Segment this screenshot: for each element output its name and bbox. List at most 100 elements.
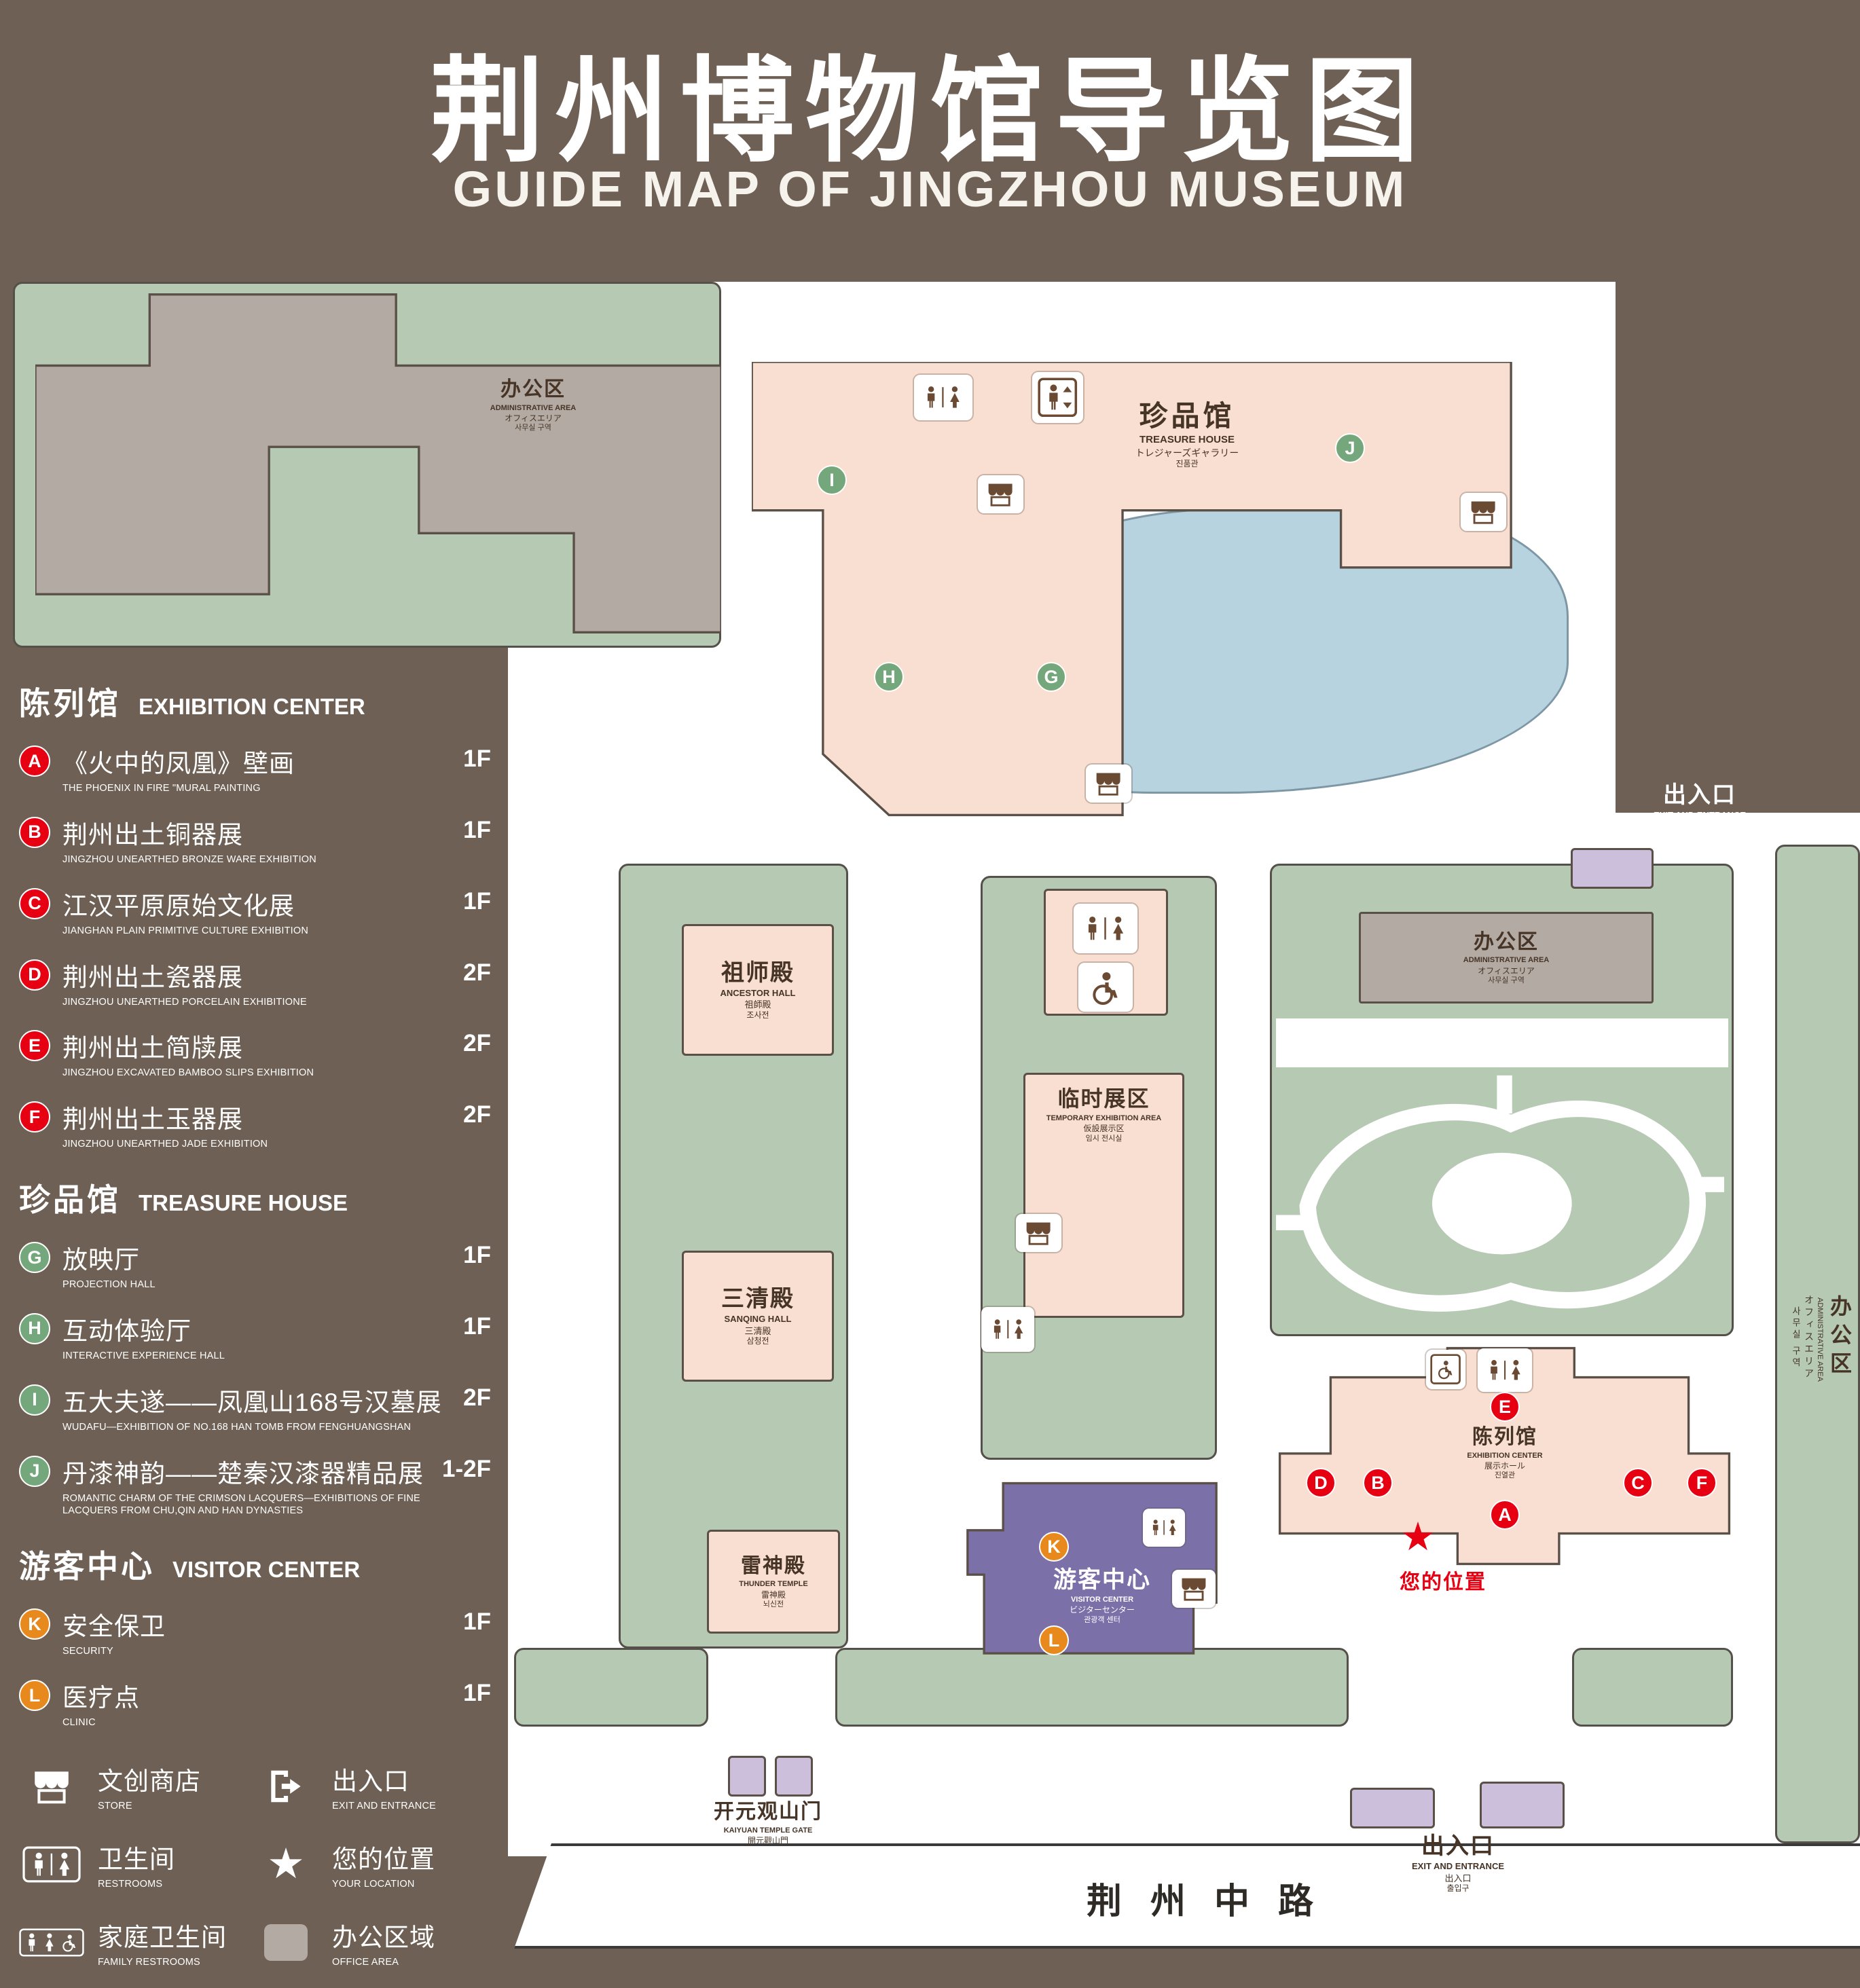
legend-symbol-cn: 您的位置 bbox=[332, 1845, 435, 1873]
store-icon bbox=[1086, 765, 1131, 803]
legend-marker-c: C bbox=[19, 887, 50, 919]
admin-northwest-label-jp: オフィスエリア bbox=[505, 413, 562, 423]
map-marker-b: B bbox=[1363, 1468, 1393, 1498]
legend-item-floor: 1F bbox=[463, 1312, 491, 1340]
store-icon bbox=[1461, 493, 1506, 531]
admin-northwest-label: 办公区 ADMINISTRATIVE AREA オフィスエリア 사무실 구역 bbox=[435, 378, 632, 432]
your-location-label: 您的位置 bbox=[1400, 1571, 1487, 1594]
exhibition-center-label-en: EXHIBITION CENTER bbox=[1467, 1451, 1543, 1460]
legend-section-title-cn: 游客中心 bbox=[19, 1549, 155, 1585]
legend-marker-b: B bbox=[19, 816, 50, 848]
entrance-pad-south bbox=[1480, 1782, 1565, 1828]
restroom-icon bbox=[1478, 1348, 1532, 1392]
legend-item-floor: 1F bbox=[463, 816, 491, 843]
admin-middle-label-en: ADMINISTRATIVE AREA bbox=[1463, 956, 1550, 965]
legend-item-cn: 医疗点 bbox=[62, 1684, 140, 1712]
map-marker-l: L bbox=[1039, 1625, 1069, 1655]
admin-northwest-label-kr: 사무실 구역 bbox=[515, 424, 551, 432]
lawn-east-strip bbox=[1775, 845, 1860, 1843]
legend-item-b: B 荆州出土铜器展 JINGZHOU UNEARTHED BRONZE WARE… bbox=[19, 814, 491, 866]
legend-item-floor: 2F bbox=[463, 1101, 491, 1128]
map-marker-h: H bbox=[874, 662, 904, 692]
legend-symbol-cn: 卫生间 bbox=[98, 1845, 175, 1873]
temporary-exhibition-building: 临时展区 TEMPORARY EXHIBITION AREA 仮設展示区 임시 … bbox=[1023, 1073, 1184, 1318]
map-marker-d: D bbox=[1306, 1468, 1336, 1498]
legend-symbol-family-restroom: 家庭卫生间 FAMILY RESTROOMS bbox=[19, 1917, 253, 1969]
restroom-icon bbox=[19, 1842, 84, 1887]
sanqing-hall-label-kr: 삼청전 bbox=[746, 1336, 769, 1346]
ancestor-hall-label-cn: 祖师殿 bbox=[721, 959, 795, 986]
thunder-temple-label-jp: 雷神殿 bbox=[761, 1589, 786, 1600]
temporary-exhibition-label-kr: 임시 전시실 bbox=[1085, 1134, 1123, 1143]
legend-marker-a: A bbox=[19, 746, 50, 777]
legend-symbol-cn: 家庭卫生间 bbox=[98, 1923, 227, 1951]
accessible-elevator-icon bbox=[1426, 1350, 1465, 1389]
legend-item-floor: 1F bbox=[463, 746, 491, 772]
map-marker-f: F bbox=[1687, 1468, 1717, 1498]
legend-symbol-en: YOUR LOCATION bbox=[332, 1878, 415, 1890]
legend-item-floor: 2F bbox=[463, 1384, 491, 1411]
visitor-center-label: 游客中心 VISITOR CENTER ビジターセンター 관광객 센터 bbox=[993, 1567, 1211, 1624]
legend-symbol-cn: 办公区域 bbox=[332, 1923, 435, 1951]
legend-symbol-restroom: 卫生间 RESTROOMS bbox=[19, 1839, 253, 1891]
temporary-exhibition-label-en: TEMPORARY EXHIBITION AREA bbox=[1046, 1113, 1162, 1122]
legend-section-title-en: TREASURE HOUSE bbox=[139, 1190, 348, 1216]
legend-item-floor: 1F bbox=[463, 1608, 491, 1636]
legend-symbol-en: EXIT AND ENTRANCE bbox=[332, 1800, 436, 1811]
elevator-icon bbox=[1032, 372, 1083, 423]
temporary-exhibition-label: 临时展区 TEMPORARY EXHIBITION AREA 仮設展示区 임시 … bbox=[1046, 1086, 1162, 1143]
thunder-temple-building: 雷神殿 THUNDER TEMPLE 雷神殿 뇌신전 bbox=[707, 1530, 840, 1634]
map-marker-j: J bbox=[1335, 433, 1365, 463]
exit-south-label-jp: 出入口 bbox=[1444, 1873, 1472, 1883]
legend-item-cn: 放映厅 bbox=[62, 1246, 140, 1274]
exhibition-center-label-cn: 陈列馆 bbox=[1472, 1426, 1537, 1448]
legend-symbol-store: 文创商店 STORE bbox=[19, 1761, 253, 1813]
visitor-center-label-cn: 游客中心 bbox=[1053, 1567, 1151, 1593]
admin-east-label-jp: オフィスエリア bbox=[1804, 1295, 1815, 1380]
visitor-center-label-en: VISITOR CENTER bbox=[1070, 1596, 1134, 1604]
legend-item-en: JINGZHOU UNEARTHED BRONZE WARE EXHIBITIO… bbox=[62, 853, 316, 865]
exhibition-center-label-kr: 진열관 bbox=[1494, 1471, 1516, 1480]
legend-marker-j: J bbox=[19, 1455, 50, 1487]
legend-item-en: JINGZHOU UNEARTHED PORCELAIN EXHIBITIONE bbox=[62, 996, 307, 1008]
office-area-swatch bbox=[253, 1920, 318, 1965]
ancestor-hall-label-kr: 조사전 bbox=[746, 1010, 769, 1020]
exit-northeast-label: 出入口 EXIT AND ENTRANCE 出入口 출입구 bbox=[1628, 782, 1771, 843]
jingzhou-middle-road bbox=[514, 1843, 1860, 1949]
sanqing-hall-building: 三清殿 SANQING HALL 三清殿 삼청전 bbox=[682, 1251, 834, 1382]
legend-symbol-en: RESTROOMS bbox=[98, 1878, 163, 1890]
gate-post bbox=[728, 1756, 766, 1797]
exit-icon bbox=[253, 1764, 318, 1809]
legend-item-floor: 1-2F bbox=[442, 1455, 491, 1482]
legend-section-exhibition-center: 陈列馆 EXHIBITION CENTER bbox=[19, 679, 491, 724]
exit-northeast-label-kr: 출입구 bbox=[1688, 832, 1711, 843]
ancestor-hall-label-jp: 祖師殿 bbox=[744, 999, 771, 1010]
legend-item-cn: 荆州出土瓷器展 bbox=[62, 963, 243, 991]
legend-section-treasure-house: 珍品馆 TREASURE HOUSE bbox=[19, 1175, 491, 1220]
legend-item-en: CLINIC bbox=[62, 1717, 96, 1729]
legend-item-cn: 荆州出土铜器展 bbox=[62, 820, 243, 849]
restroom-icon bbox=[914, 375, 972, 420]
legend-item-cn: 五大夫遂——凤凰山168号汉墓展 bbox=[62, 1388, 442, 1416]
legend-item-cn: 荆州出土玉器展 bbox=[62, 1105, 243, 1134]
admin-building-middle: 办公区 ADMINISTRATIVE AREA オフィスエリア 사무실 구역 bbox=[1359, 912, 1654, 1004]
garden-north-path bbox=[1276, 1018, 1728, 1067]
legend-item-en: THE PHOENIX IN FIRE "MURAL PAINTING bbox=[62, 783, 261, 794]
legend-symbol-office-area: 办公区域 OFFICE AREA bbox=[253, 1917, 491, 1969]
admin-middle-label-kr: 사무실 구역 bbox=[1488, 976, 1525, 985]
road-label: 荆州中路 bbox=[1086, 1882, 1342, 1921]
ancestor-hall-label: 祖师殿 ANCESTOR HALL 祖師殿 조사전 bbox=[721, 960, 796, 1020]
store-icon bbox=[1016, 1214, 1061, 1252]
legend-symbols: 文创商店 STORE 出入口 EXIT AND ENTRANCE 卫生间 RES… bbox=[19, 1761, 491, 1988]
legend-item-en: JINGZHOU EXCAVATED BAMBOO SLIPS EXHIBITI… bbox=[62, 1067, 314, 1079]
legend-item-floor: 2F bbox=[463, 1030, 491, 1057]
legend-section-title-en: VISITOR CENTER bbox=[172, 1557, 361, 1583]
sanqing-hall-label-jp: 三清殿 bbox=[744, 1325, 771, 1336]
kaiyuan-gate-label: 开元观山门 KAIYUAN TEMPLE GATE 開元觀山門 산문을 열다 bbox=[690, 1801, 846, 1855]
restroom-icon bbox=[981, 1307, 1034, 1352]
legend-item-k: K 安全保卫 SECURITY 1F bbox=[19, 1606, 491, 1658]
map-marker-i: I bbox=[817, 465, 847, 495]
legend-item-cn: 丹漆神韵——楚秦汉漆器精品展 bbox=[62, 1459, 424, 1488]
legend-item-cn: 荆州出土简牍展 bbox=[62, 1034, 243, 1063]
